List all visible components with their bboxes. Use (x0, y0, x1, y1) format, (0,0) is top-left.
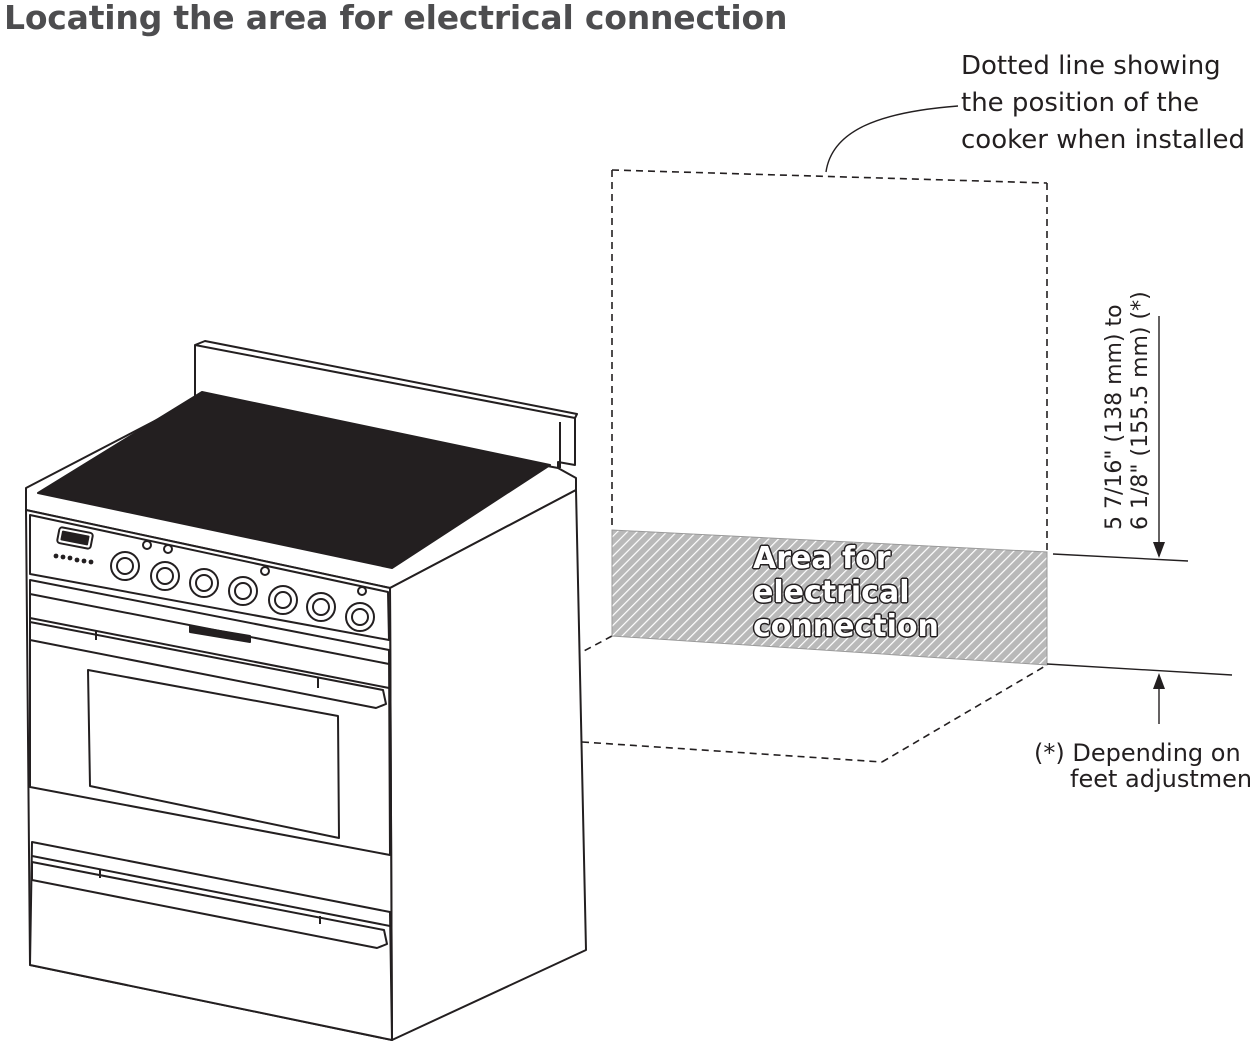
area-label-line-1: Area for (753, 541, 891, 576)
area-label-line-2: electrical (753, 575, 910, 610)
dimension-line-2: 6 1/8" (155.5 mm) (*) (1128, 291, 1153, 530)
footnote-line-2: feet adjustment (1070, 765, 1250, 793)
control-knobs (110, 551, 375, 632)
cooker-side-panel (389, 489, 587, 1041)
footnote: (*) Depending on feet adjustment (1034, 740, 1250, 792)
oven-door-handle (29, 621, 387, 709)
note-leader-line (825, 105, 959, 173)
dotted-note-line-1: Dotted line showing (961, 51, 1221, 81)
timer-buttons (53, 553, 94, 565)
oven-window (87, 669, 340, 839)
electrical-connection-area (611, 529, 1048, 666)
dotted-line-note: Dotted line showing the position of the … (961, 48, 1245, 159)
area-label: Area for electrical connection (753, 542, 939, 644)
area-label-line-3: connection (753, 609, 939, 644)
indicator-lights (142, 540, 367, 596)
page-title: Locating the area for electrical connect… (4, 0, 788, 37)
dotted-note-line-3: cooker when installed (961, 125, 1245, 155)
drawer-handle (31, 861, 388, 949)
dimension-line-1: 5 7/16" (138 mm) to (1102, 304, 1127, 530)
dotted-note-line-2: the position of the (961, 88, 1200, 118)
ceramic-cooktop (37, 391, 551, 569)
dimension-lines (1046, 316, 1233, 724)
footnote-line-1: (*) Depending on (1034, 739, 1241, 767)
installed-position-outline (581, 169, 1048, 763)
cooker-illustration (25, 340, 587, 1041)
